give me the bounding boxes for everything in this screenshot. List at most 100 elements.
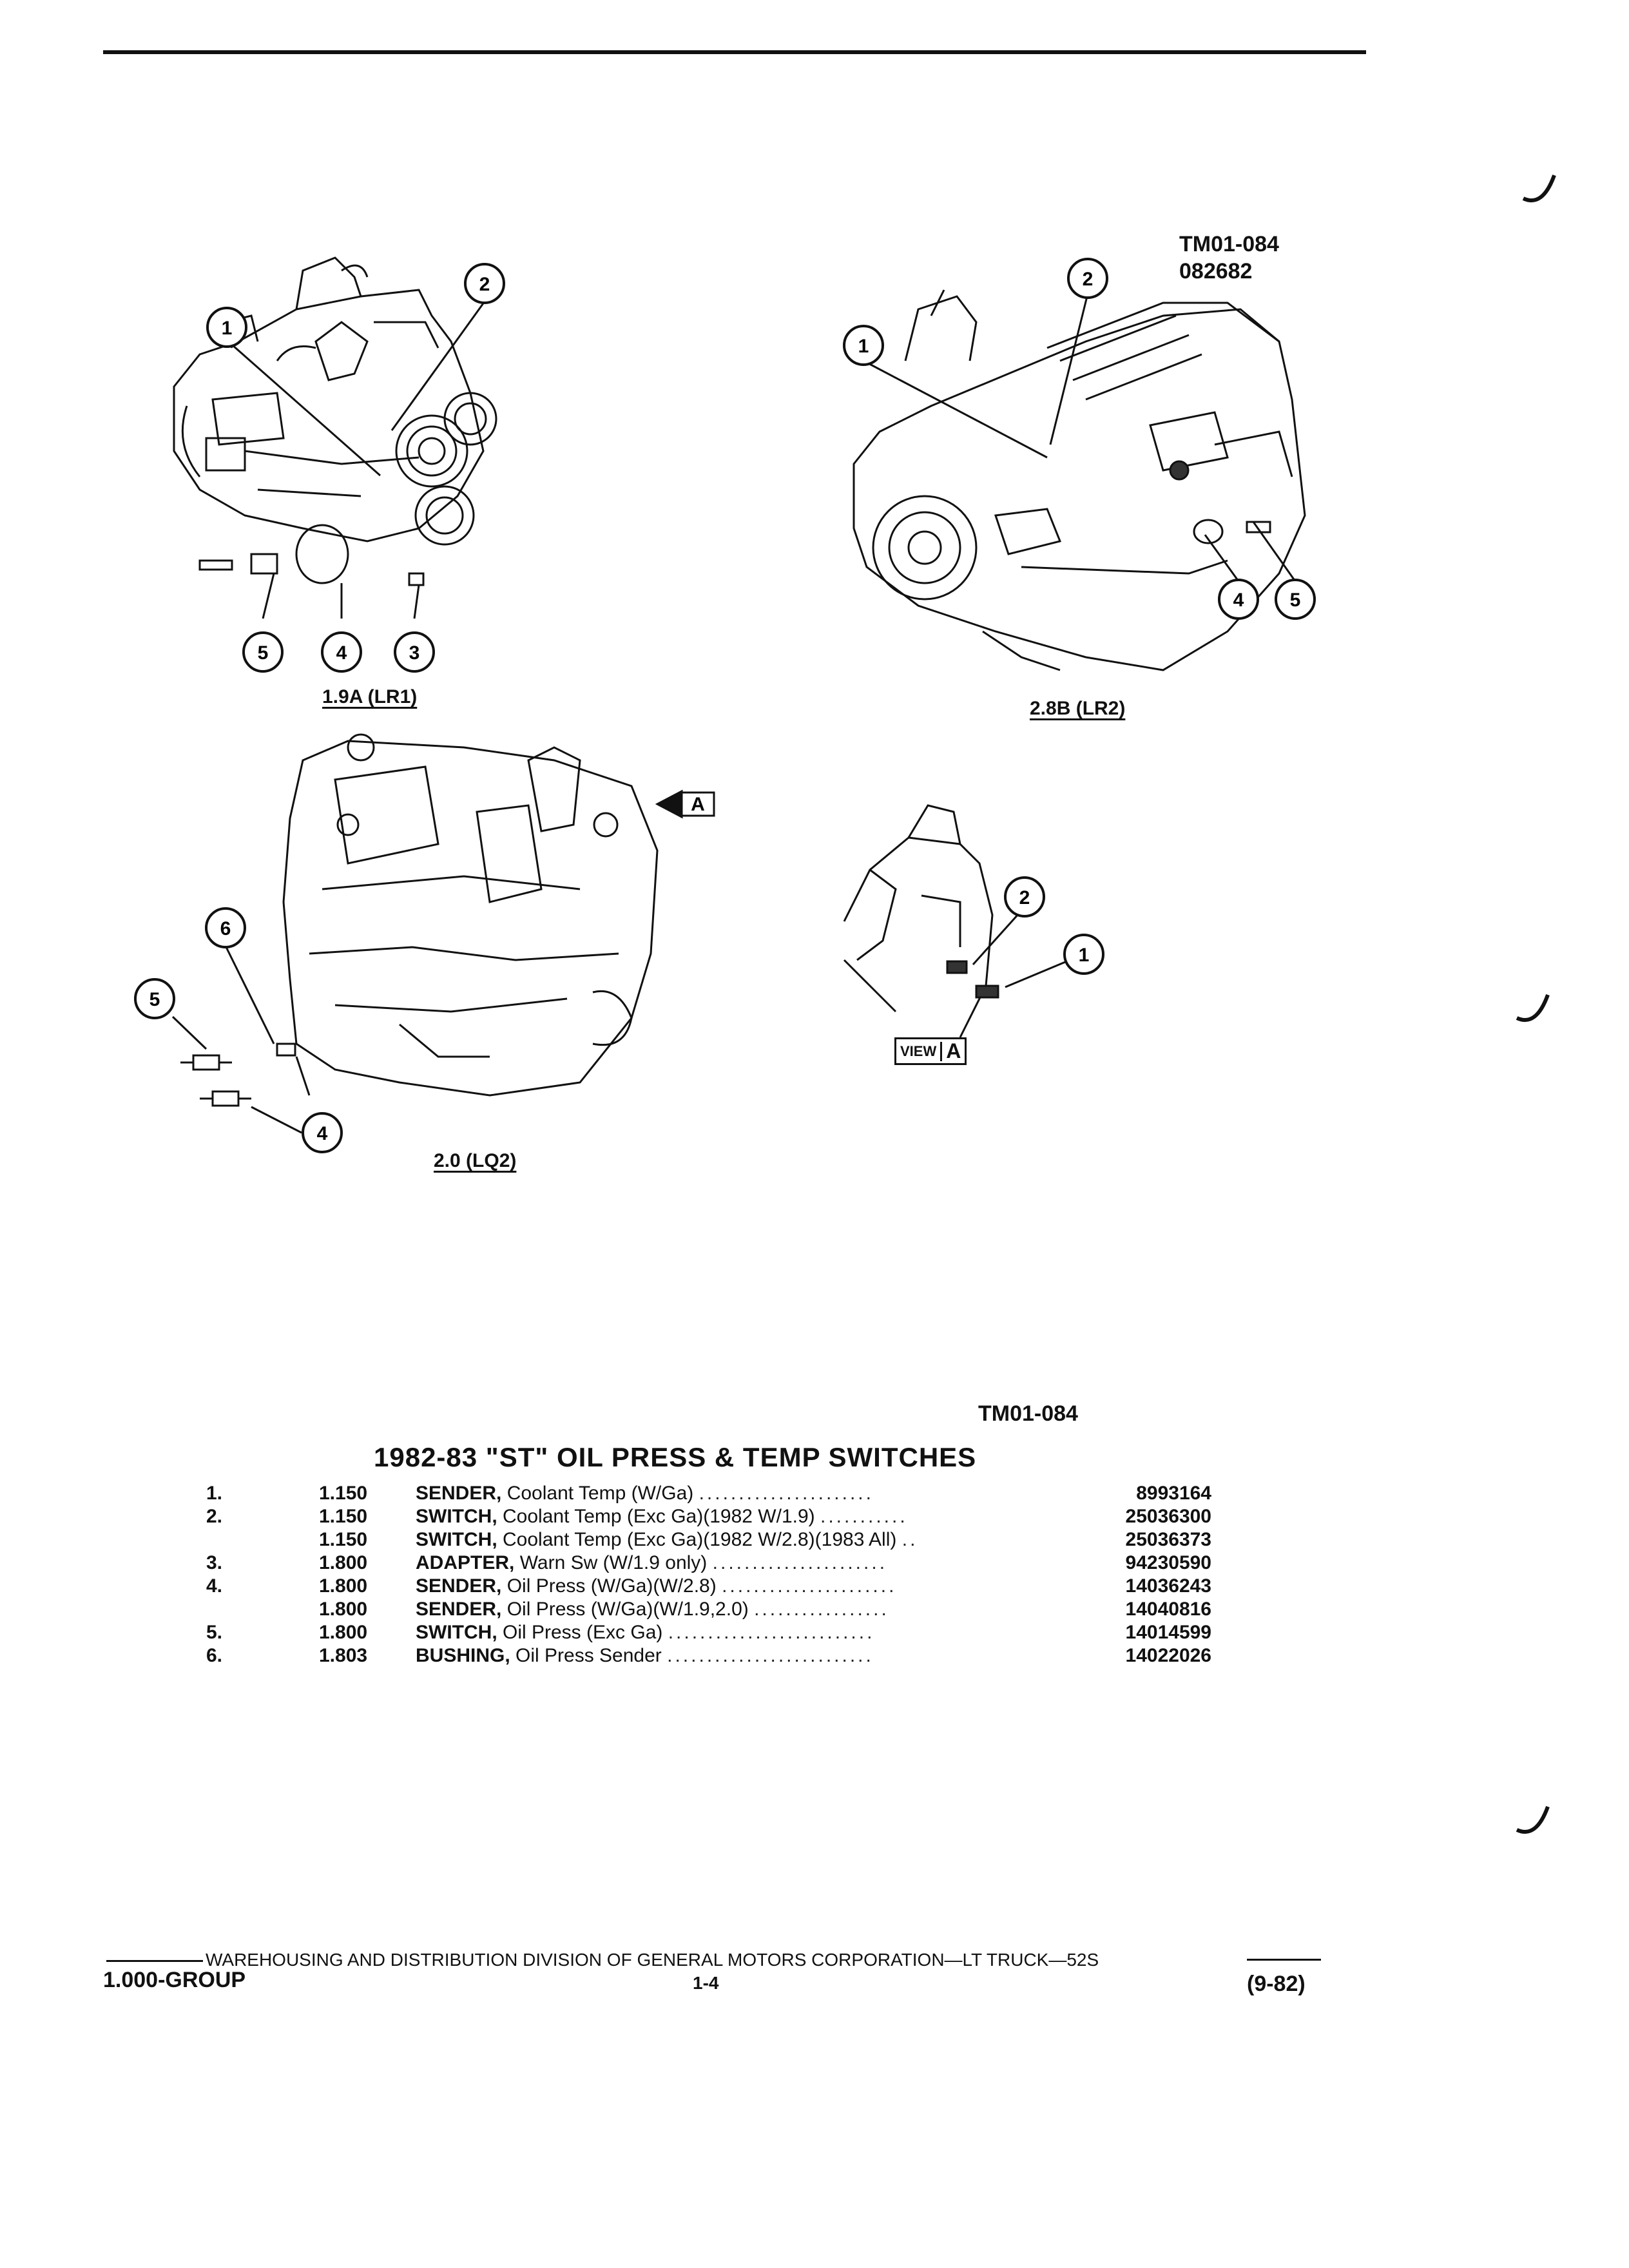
svg-text:3: 3 (409, 642, 420, 664)
parts-description: BUSHING, Oil Press Sender ..............… (416, 1644, 1089, 1667)
parts-name: SWITCH, (416, 1529, 497, 1550)
parts-item-number: 5. (206, 1622, 223, 1643)
engine-drawing-2-0 (180, 733, 659, 1107)
parts-group-number: 1.800 (319, 1622, 368, 1643)
parts-part-number: 25036300 (1125, 1506, 1211, 1527)
parts-name: SWITCH, (416, 1622, 497, 1643)
parts-detail: Oil Press (W/Ga)(W/1.9,2.0) (506, 1599, 749, 1620)
callout-2-8b-4: 4 (1218, 579, 1259, 620)
svg-text:4: 4 (1233, 590, 1244, 611)
footer-publisher: WAREHOUSING AND DISTRIBUTION DIVISION OF… (106, 1950, 1099, 1970)
engine-caption-2-8b: 2.8B (LR2) (1030, 698, 1126, 719)
parts-leader-dots: .. (901, 1529, 918, 1550)
parts-part-number: 25036373 (1125, 1529, 1211, 1550)
parts-leader-dots: ...................... (699, 1483, 874, 1504)
parts-row: 5. 1.800 SWITCH, Oil Press (Exc Ga) ......… (206, 1621, 1211, 1644)
callout-view-a-1: 1 (1063, 934, 1104, 975)
figure-ref-bottom: TM01-084 (978, 1401, 1078, 1426)
view-a-word: VIEW (896, 1041, 943, 1061)
svg-text:4: 4 (336, 642, 347, 664)
parts-detail: Coolant Temp (Exc Ga)(1982 W/2.8)(1983 A… (503, 1529, 897, 1550)
view-a-label: VIEW A (894, 1037, 967, 1065)
parts-description: SENDER, Oil Press (W/Ga)(W/1.9,2.0) ....… (416, 1598, 1089, 1621)
svg-text:5: 5 (1290, 590, 1301, 611)
parts-name: BUSHING, (416, 1645, 510, 1666)
callout-1-9a-3: 3 (394, 631, 435, 673)
parts-item-number: 1. (206, 1483, 223, 1504)
parts-group-number: 1.150 (319, 1506, 368, 1527)
parts-leader-dots: ................. (754, 1599, 889, 1620)
figure-ref-code: TM01-084 (1179, 232, 1279, 256)
parts-description: ADAPTER, Warn Sw (W/1.9 only) ..........… (416, 1552, 1089, 1575)
parts-detail: Coolant Temp (W/Ga) (506, 1483, 694, 1504)
parts-list-title: 1982-83 "ST" OIL PRESS & TEMP SWITCHES (374, 1442, 977, 1472)
footer-revision-date: (9-82) (1247, 1972, 1306, 1996)
engine-caption-1-9a: 1.9A (LR1) (322, 686, 418, 707)
parts-leader-dots: ...................... (722, 1575, 897, 1597)
parts-detail: Oil Press (W/Ga)(W/2.8) (506, 1575, 717, 1597)
footer-rule (1247, 1959, 1321, 1961)
svg-text:1: 1 (1079, 945, 1090, 966)
parts-detail: Warn Sw (W/1.9 only) (519, 1552, 708, 1573)
svg-text:2: 2 (1083, 269, 1094, 290)
parts-row: 4. 1.800 SENDER, Oil Press (W/Ga)(W/2.8) .… (206, 1575, 1211, 1598)
parts-description: SWITCH, Oil Press (Exc Ga) .............… (416, 1621, 1089, 1644)
parts-name: SWITCH, (416, 1506, 497, 1527)
parts-item-number: 4. (206, 1575, 223, 1597)
engine-diagram-1-9a (148, 245, 509, 696)
parts-row: 3. 1.800 ADAPTER, Warn Sw (W/1.9 only) ...… (206, 1552, 1211, 1575)
parts-item-number (206, 1598, 319, 1621)
parts-part-number: 94230590 (1125, 1552, 1211, 1573)
callout-1-9a-5: 5 (242, 631, 284, 673)
parts-item-number: 3. (206, 1552, 223, 1573)
callout-1-9a-4: 4 (321, 631, 362, 673)
svg-text:1: 1 (222, 318, 233, 339)
parts-leader-dots: .......................... (667, 1645, 874, 1666)
parts-detail: Coolant Temp (Exc Ga)(1982 W/1.9) (503, 1506, 815, 1527)
callout-2-8b-1: 1 (843, 325, 884, 366)
parts-description: SENDER, Oil Press (W/Ga)(W/2.8) ........… (416, 1575, 1089, 1598)
parts-group-number: 1.800 (319, 1599, 368, 1620)
engine-drawing-2-8b (853, 289, 1306, 671)
footer-page-number: 1-4 (693, 1973, 719, 1993)
parts-name: SENDER, (416, 1599, 502, 1620)
engine-drawing-1-9a (173, 256, 497, 586)
parts-row: 6. 1.803 BUSHING, Oil Press Sender .......… (206, 1644, 1211, 1667)
parts-part-number: 14036243 (1125, 1575, 1211, 1597)
callout-2-0-5: 5 (134, 978, 175, 1019)
engine-diagram-2-8b (828, 271, 1331, 696)
callout-1-9a-2: 2 (464, 263, 505, 304)
binder-mark-middle (1516, 994, 1550, 1023)
engine-diagram-2-0 (129, 722, 696, 1186)
callout-view-a-2: 2 (1004, 876, 1045, 918)
parts-part-number: 8993164 (1136, 1483, 1211, 1504)
parts-leader-dots: ........... (820, 1506, 908, 1527)
figure-ref-date: 082682 (1179, 259, 1253, 284)
parts-group-number: 1.800 (319, 1552, 368, 1573)
engine-caption-2-0: 2.0 (LQ2) (434, 1150, 517, 1171)
parts-detail: Oil Press Sender (516, 1645, 662, 1666)
svg-text:6: 6 (220, 918, 231, 939)
parts-leader-dots: .......................... (668, 1622, 875, 1643)
callout-2-0-4: 4 (302, 1112, 343, 1153)
parts-name: ADAPTER, (416, 1552, 515, 1573)
parts-group-number: 1.800 (319, 1575, 368, 1597)
parts-row: 1.800 SENDER, Oil Press (W/Ga)(W/1.9,2.0)… (206, 1598, 1211, 1621)
parts-group-number: 1.150 (319, 1529, 368, 1550)
parts-part-number: 14040816 (1125, 1599, 1211, 1620)
figure-ref-top: TM01-084 082682 (1179, 231, 1279, 285)
svg-text:5: 5 (258, 642, 269, 664)
svg-text:4: 4 (317, 1123, 328, 1144)
parts-name: SENDER, (416, 1483, 502, 1504)
parts-part-number: 14014599 (1125, 1622, 1211, 1643)
svg-text:5: 5 (149, 989, 160, 1010)
callout-2-8b-5: 5 (1275, 579, 1316, 620)
view-a-letter: A (946, 1039, 961, 1062)
footer-group-label: 1.000-GROUP (103, 1968, 246, 1992)
parts-group-number: 1.803 (319, 1645, 368, 1666)
parts-item-number: 6. (206, 1645, 223, 1666)
